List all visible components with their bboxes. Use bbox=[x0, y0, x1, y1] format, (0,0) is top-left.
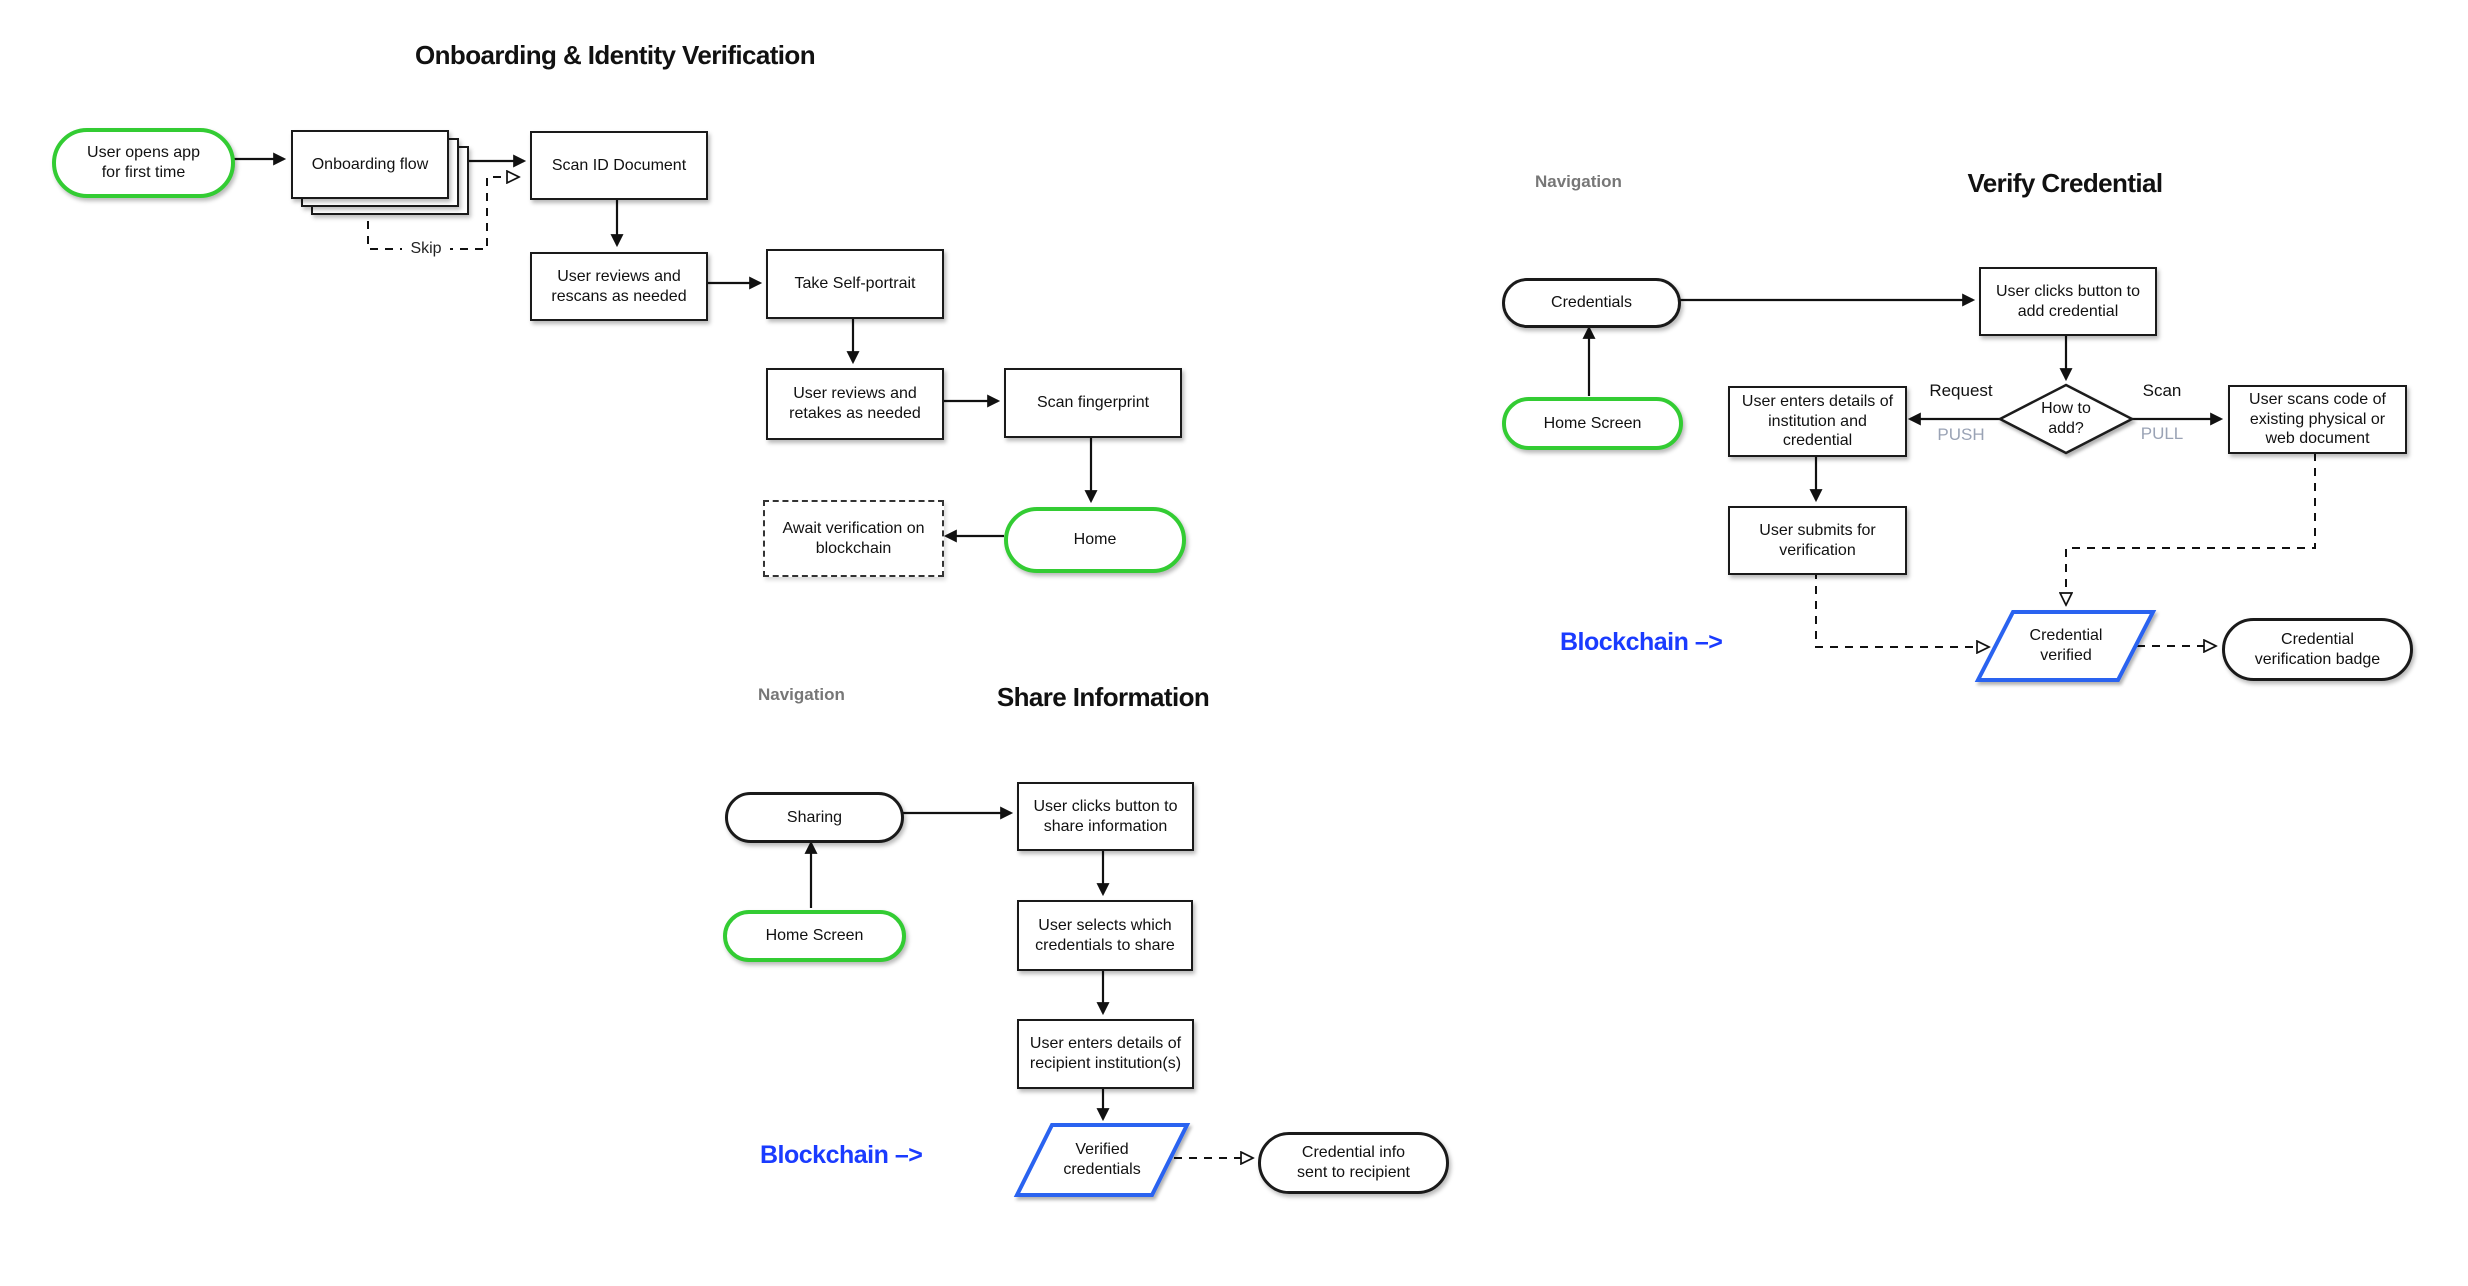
decision-diamond-shape bbox=[1997, 383, 2135, 455]
verify-flow-title: Verify Credential bbox=[1967, 168, 2164, 198]
node-onboarding-flow: Onboarding flow bbox=[291, 130, 449, 199]
node-credentials: Credentials bbox=[1502, 278, 1681, 328]
skip-edge-label: Skip bbox=[402, 240, 450, 259]
node-verify-home-screen: Home Screen bbox=[1502, 397, 1683, 450]
node-take-self-portrait: Take Self-portrait bbox=[766, 249, 944, 319]
share-blockchain-label: Blockchain –> bbox=[760, 1141, 923, 1169]
node-home: Home bbox=[1004, 507, 1186, 573]
edge-submits-to-verified-dashed bbox=[1815, 571, 1988, 647]
node-credential-verified-label: Credential verified bbox=[2029, 627, 2103, 664]
node-enters-institution: User enters details of institution and c… bbox=[1728, 386, 1907, 457]
node-verification-badge: Credential verification badge bbox=[2222, 618, 2413, 681]
node-scan-id-document: Scan ID Document bbox=[530, 131, 708, 200]
share-navigation-label: Navigation bbox=[758, 685, 845, 704]
pull-edge-label: PULL bbox=[2140, 424, 2184, 443]
onboarding-flow-title: Onboarding & Identity Verification bbox=[415, 40, 816, 70]
node-reviews-retakes: User reviews and retakes as needed bbox=[766, 368, 944, 440]
verify-blockchain-label: Blockchain –> bbox=[1560, 628, 1723, 656]
node-share-home-screen: Home Screen bbox=[723, 910, 906, 962]
request-edge-label: Request bbox=[1929, 381, 1993, 400]
node-submits-verification: User submits for verification bbox=[1728, 506, 1907, 575]
node-clicks-add-credential: User clicks button to add credential bbox=[1979, 267, 2157, 336]
node-scans-code: User scans code of existing physical or … bbox=[2228, 385, 2407, 454]
node-sharing: Sharing bbox=[725, 792, 904, 843]
node-how-to-add-label: How to add? bbox=[2041, 400, 2091, 437]
edge-skip-dashed bbox=[367, 177, 518, 250]
node-selects-credentials: User selects which credentials to share bbox=[1017, 900, 1193, 971]
node-credential-info-sent: Credential info sent to recipient bbox=[1258, 1132, 1449, 1194]
node-scan-fingerprint: Scan fingerprint bbox=[1004, 368, 1182, 438]
push-edge-label: PUSH bbox=[1937, 425, 1985, 444]
share-flow-title: Share Information bbox=[996, 682, 1210, 712]
node-user-opens-app: User opens app for first time bbox=[52, 128, 235, 198]
node-clicks-share: User clicks button to share information bbox=[1017, 782, 1194, 851]
edge-scans-to-verified-dashed bbox=[2066, 453, 2316, 604]
verified-credentials-parallelogram bbox=[1013, 1123, 1191, 1197]
node-await-verification: Await verification on blockchain bbox=[763, 500, 944, 577]
scan-edge-label: Scan bbox=[2142, 381, 2182, 400]
node-reviews-rescans: User reviews and rescans as needed bbox=[530, 252, 708, 321]
credential-verified-parallelogram bbox=[1974, 610, 2157, 682]
node-verified-credentials-label: Verified credentials bbox=[1063, 1141, 1141, 1178]
verify-navigation-label: Navigation bbox=[1535, 172, 1622, 191]
node-enters-recipient: User enters details of recipient institu… bbox=[1017, 1019, 1194, 1089]
